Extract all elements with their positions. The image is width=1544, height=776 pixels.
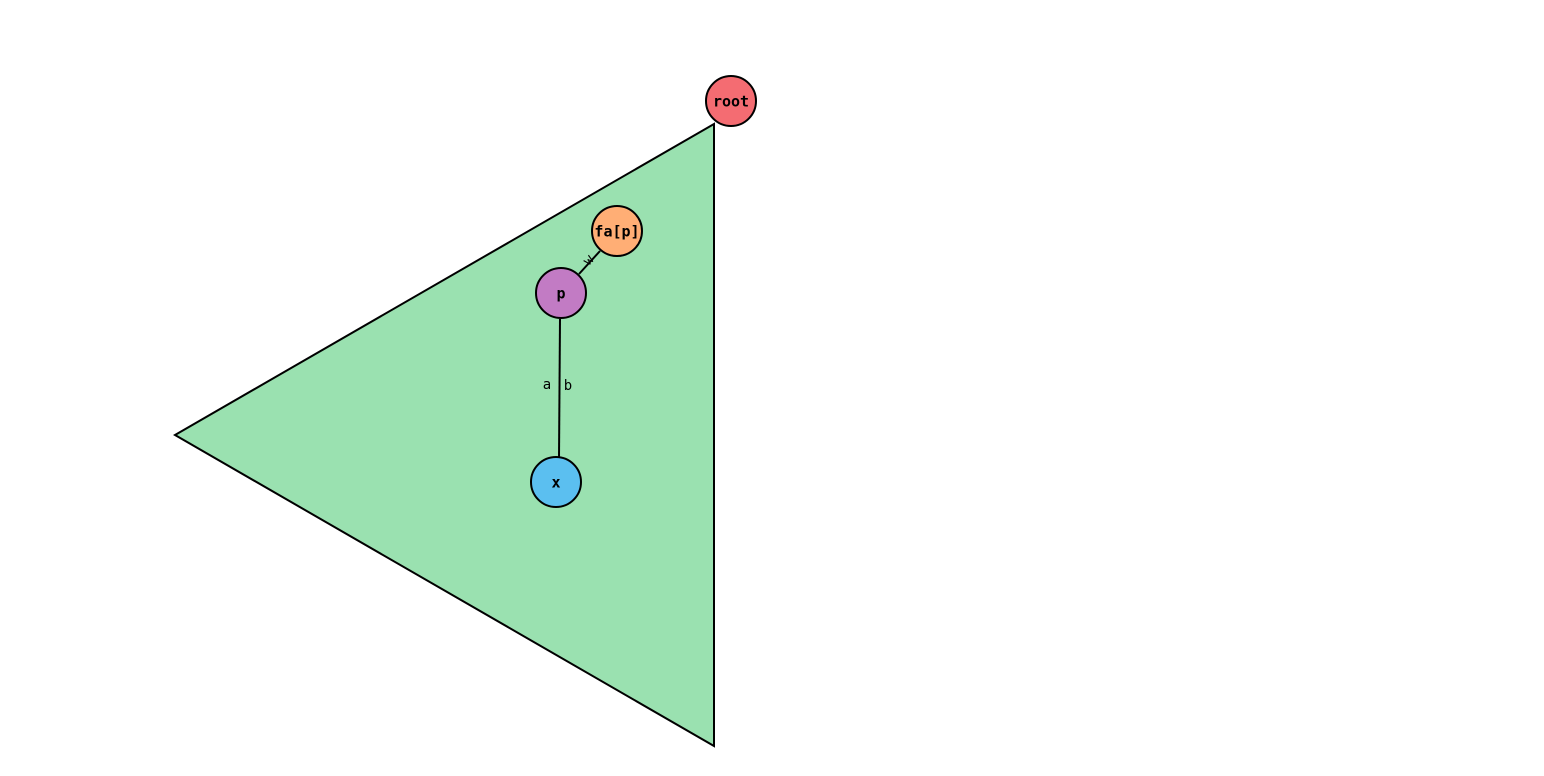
node-p-label: p [556,285,565,303]
edge-p-fa [578,250,601,275]
node-fa-p-label: fa[p] [594,223,639,241]
node-p: p [535,267,587,319]
node-x: x [530,456,582,508]
node-root-circle [705,75,757,127]
node-root: root [705,75,757,127]
node-x-circle [530,456,582,508]
edge-label-b: b [564,378,572,394]
node-p-circle [535,267,587,319]
node-root-label: root [713,93,749,111]
edge-p-x [558,318,561,459]
edge-label-a: a [543,377,551,393]
node-fa-p: fa[p] [591,205,643,257]
node-fa-p-circle [591,205,643,257]
node-x-label: x [551,474,560,492]
